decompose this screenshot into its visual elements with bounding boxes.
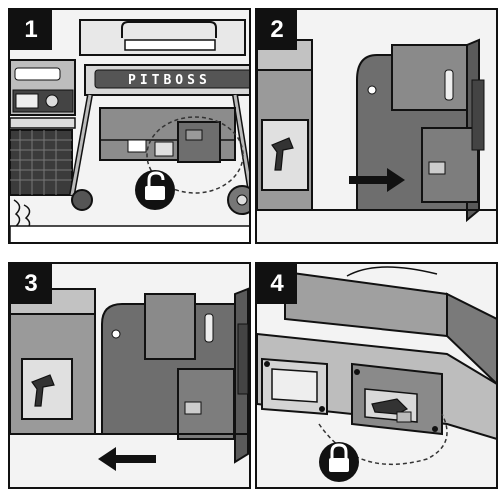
step-3-number: 3: [10, 264, 52, 304]
unlocked-padlock-icon: [135, 170, 175, 210]
step-1-panel: 1 PITBOSS: [8, 8, 251, 244]
brand-logo: PITBOSS: [128, 73, 211, 88]
arrow-left-icon: [98, 447, 156, 471]
step-1-illustration: PITBOSS: [10, 10, 249, 242]
step-1-number: 1: [10, 10, 52, 50]
step-3-panel: 3: [8, 262, 251, 489]
step-4-number: 4: [257, 264, 297, 304]
step-2-number: 2: [257, 10, 297, 50]
arrow-right-icon: [349, 168, 405, 192]
step-4-panel: 4: [255, 262, 498, 489]
step-3-illustration: [10, 264, 249, 487]
step-2-panel: 2: [255, 8, 498, 244]
locked-padlock-icon: [319, 442, 359, 482]
